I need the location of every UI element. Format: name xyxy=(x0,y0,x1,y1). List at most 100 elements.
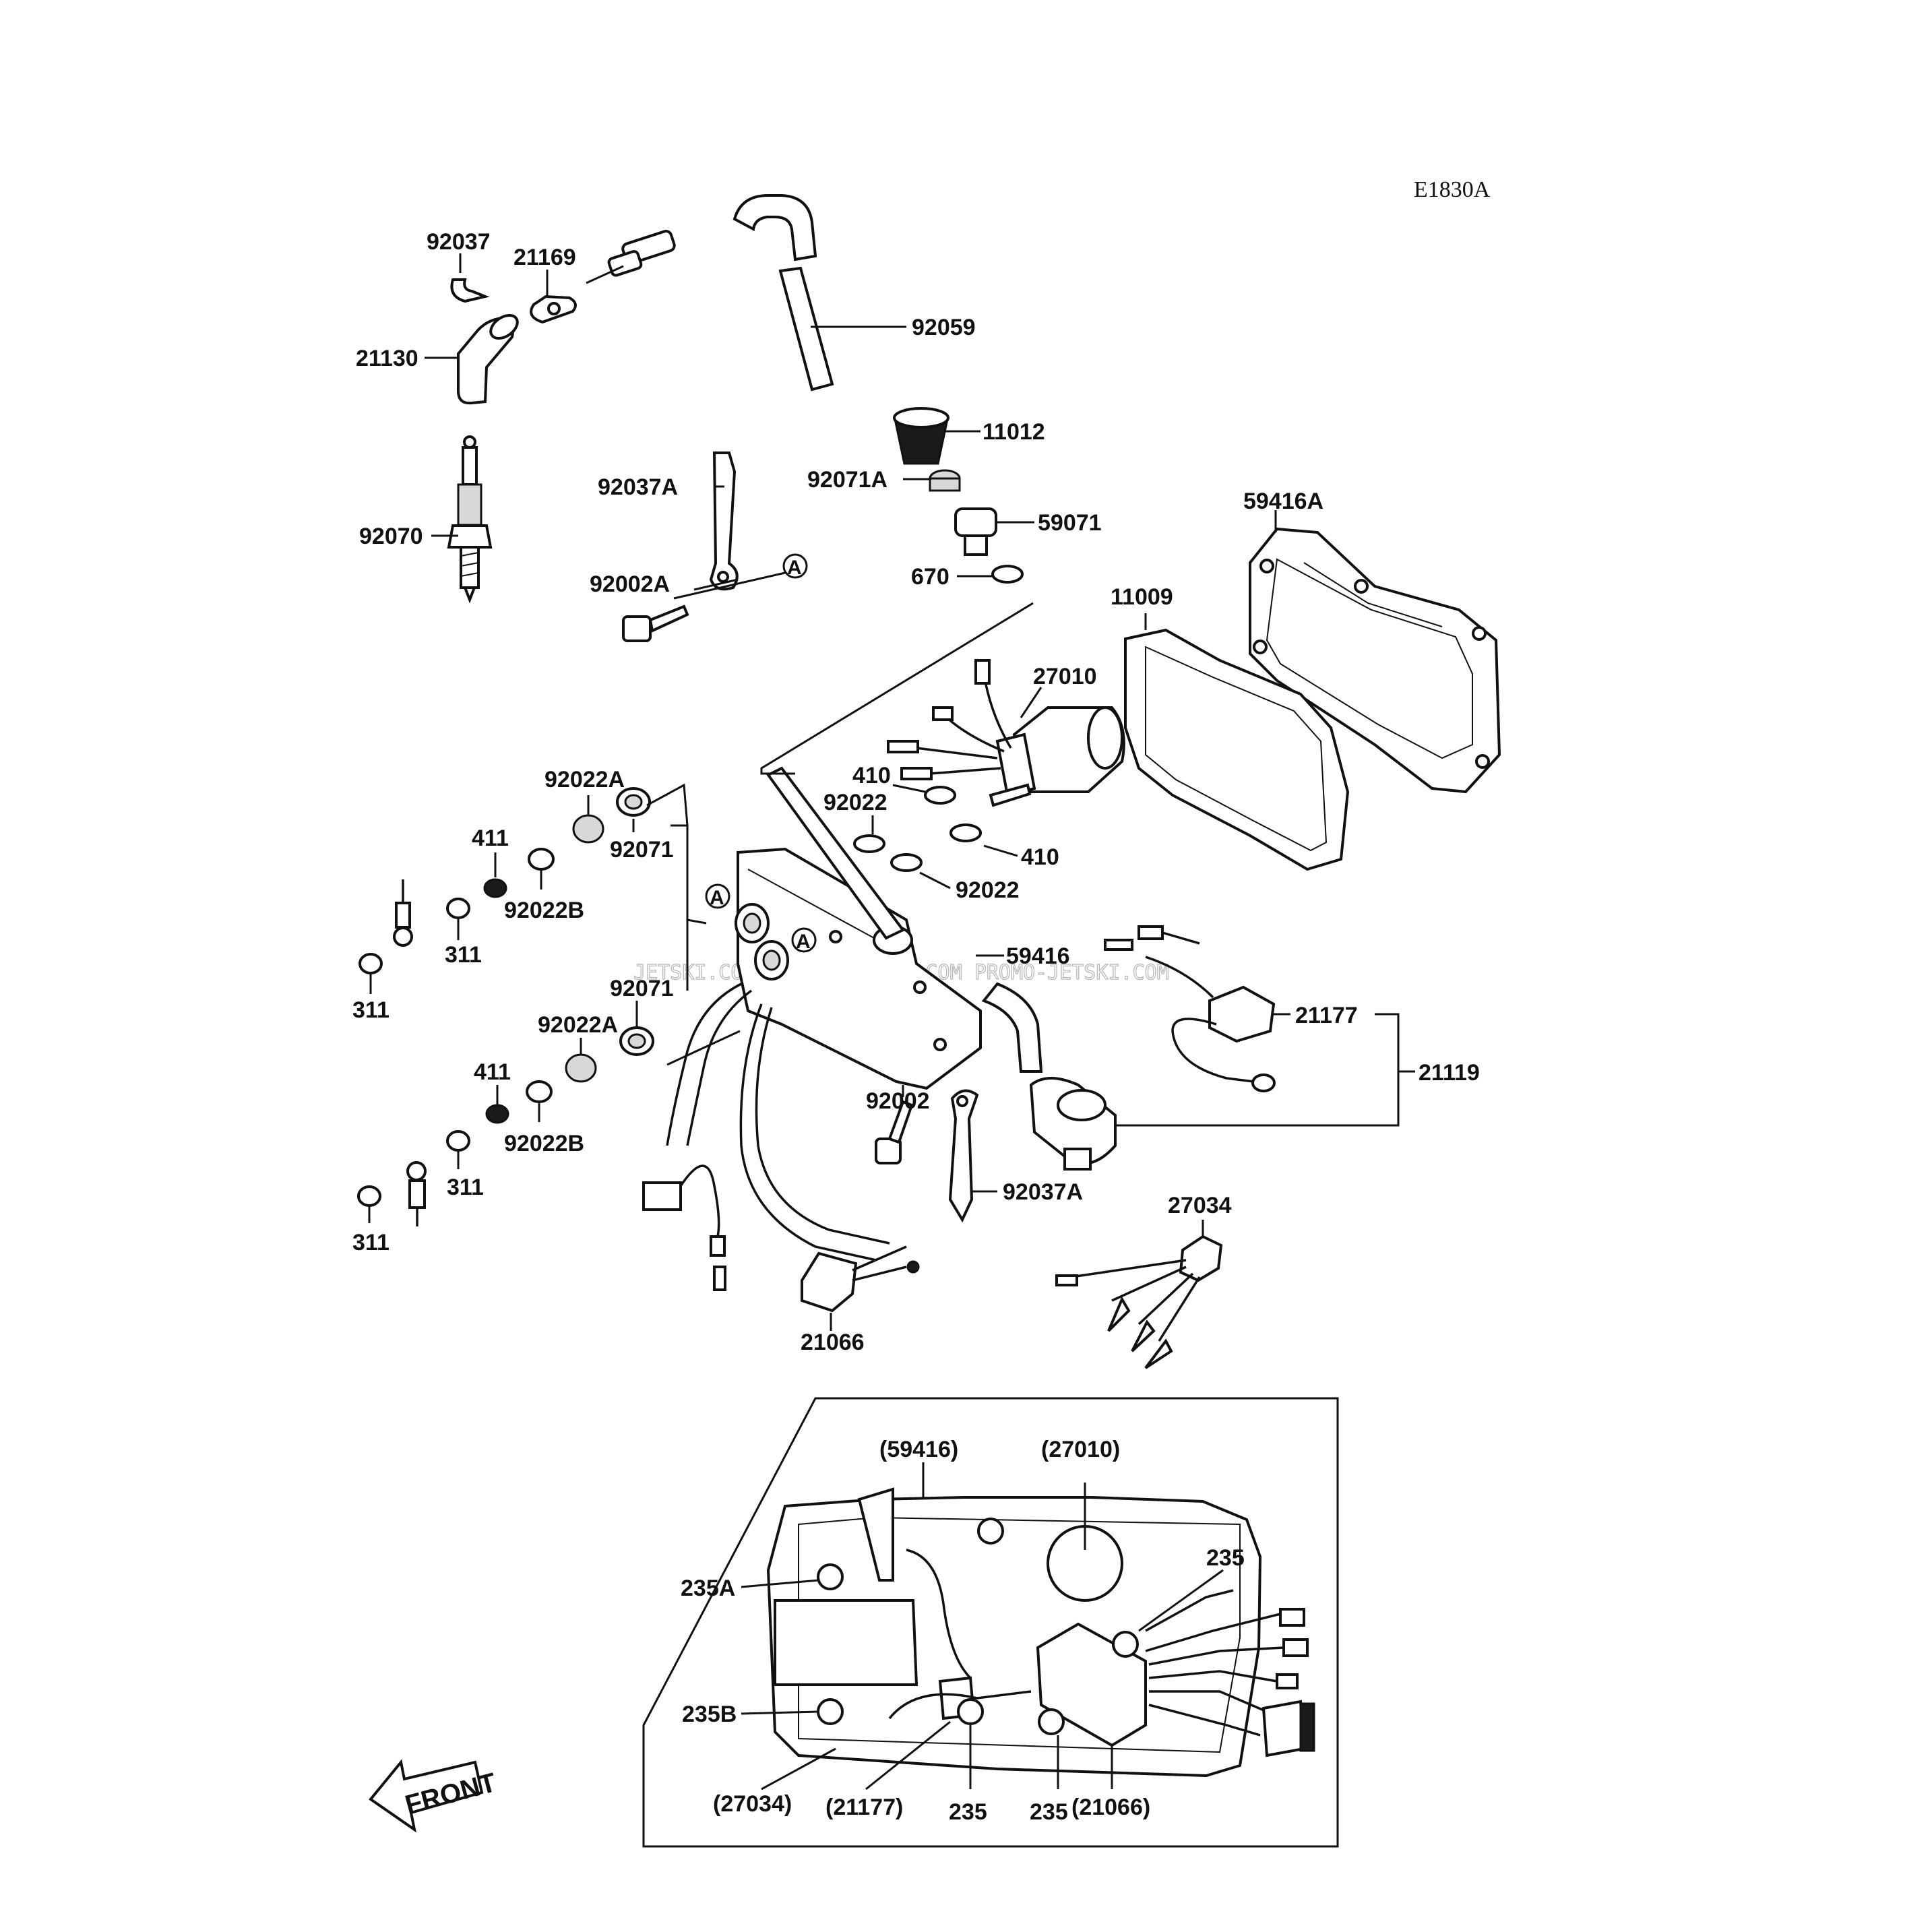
inset-label-235-right: 235 xyxy=(1206,1545,1245,1571)
grommet-92071A xyxy=(929,469,961,492)
wire-terminal-bot xyxy=(406,1161,427,1226)
inset-ref-21066: (21066) xyxy=(1071,1795,1150,1820)
ignition-coil-27010 xyxy=(887,659,1125,797)
grommet-92071-top xyxy=(616,787,651,817)
drawing-code: E1830A xyxy=(1414,177,1491,202)
label-311-d: 311 xyxy=(352,1230,389,1255)
marker-a-label: A xyxy=(796,931,811,953)
wire-terminal-top xyxy=(393,879,413,947)
label-92059: 92059 xyxy=(912,315,976,340)
nut-311-d xyxy=(357,1185,381,1207)
label-92037A-bot: 92037A xyxy=(1003,1179,1083,1205)
inset-ref-59416: (59416) xyxy=(879,1437,958,1462)
sensor-27034 xyxy=(1055,1235,1223,1369)
fitting-59071 xyxy=(954,507,997,556)
label-92022-a: 92022 xyxy=(823,790,887,815)
wiring-harness xyxy=(642,983,890,1291)
strap-92037A-bot xyxy=(948,1089,979,1223)
marker-a-box-inner: A xyxy=(791,927,817,953)
clamp-21169 xyxy=(530,294,577,324)
inset-label-235-mid: 235 xyxy=(1030,1799,1068,1825)
washer-92022-a xyxy=(853,834,885,853)
label-92022A-top: 92022A xyxy=(544,767,625,792)
marker-a-label: A xyxy=(710,887,724,909)
washer-411-top xyxy=(483,878,507,898)
grommet-92022A-top xyxy=(572,814,604,844)
washer-410-b xyxy=(949,823,982,842)
label-92071A: 92071A xyxy=(807,467,887,493)
nut-311-a xyxy=(446,898,470,919)
spark-plug-92070 xyxy=(447,435,493,604)
grommet-92071-mid xyxy=(619,1026,654,1056)
label-21169: 21169 xyxy=(513,245,576,270)
spark-plug-cap-21130 xyxy=(457,313,519,405)
regulator-21066 xyxy=(801,1245,920,1313)
inset-label-235B: 235B xyxy=(682,1702,737,1727)
label-92071-mid: 92071 xyxy=(610,976,674,1001)
inset-label-235A: 235A xyxy=(681,1576,735,1601)
label-410-b: 410 xyxy=(1021,844,1059,870)
label-411-top: 411 xyxy=(472,825,509,851)
clip-92037 xyxy=(450,278,490,303)
gasket-11009 xyxy=(1124,628,1350,871)
label-92037: 92037 xyxy=(427,229,491,255)
o-ring-670 xyxy=(991,565,1024,584)
marker-a-box-left: A xyxy=(705,883,730,909)
inset-label-235-left: 235 xyxy=(949,1799,987,1825)
label-21130: 21130 xyxy=(356,346,418,371)
label-92022A-mid: 92022A xyxy=(538,1012,618,1038)
marker-a-top: A xyxy=(782,553,808,579)
label-92070: 92070 xyxy=(359,524,423,549)
cap-11012 xyxy=(893,407,949,465)
label-410-a: 410 xyxy=(852,763,891,788)
label-21066: 21066 xyxy=(801,1330,865,1355)
coil-bolt xyxy=(989,783,1032,807)
cover-59416A xyxy=(1249,527,1501,794)
front-arrow: FRONT xyxy=(369,1759,499,1833)
label-670: 670 xyxy=(911,564,949,590)
label-59071: 59071 xyxy=(1038,510,1102,536)
label-59416A: 59416A xyxy=(1243,489,1323,514)
label-411-bot: 411 xyxy=(474,1059,511,1085)
label-92022B-bot: 92022B xyxy=(504,1131,584,1156)
inset-labels: (59416) (27010) 235 235A 235B (27034) (2… xyxy=(681,1437,1245,1825)
label-11012: 11012 xyxy=(983,419,1045,445)
label-311-a: 311 xyxy=(445,942,482,968)
washer-411-bot xyxy=(485,1104,509,1124)
hose-92059 xyxy=(733,194,834,392)
part-labels: 92037 21169 21130 92059 11012 92071A 920… xyxy=(352,229,1480,1355)
marker-a-label: A xyxy=(787,557,802,579)
label-92022B-top: 92022B xyxy=(504,898,584,923)
leader-lines xyxy=(368,253,1415,1790)
label-21119: 21119 xyxy=(1419,1060,1480,1086)
label-311-c: 311 xyxy=(447,1175,484,1200)
pulser-21177 xyxy=(1104,925,1276,1092)
nut-311-b xyxy=(359,953,383,974)
inset-ref-27010: (27010) xyxy=(1041,1437,1120,1462)
grommet-92022A-mid xyxy=(565,1053,597,1083)
label-92037A-top: 92037A xyxy=(598,474,678,500)
label-21177: 21177 xyxy=(1295,1003,1358,1028)
inset-ref-21177: (21177) xyxy=(825,1795,903,1820)
washer-92022B-bot xyxy=(526,1080,553,1103)
label-27010: 27010 xyxy=(1033,664,1097,689)
washer-92022-b xyxy=(890,853,923,872)
label-92071-top: 92071 xyxy=(610,837,674,863)
label-27034: 27034 xyxy=(1168,1193,1232,1218)
label-59416: 59416 xyxy=(1006,943,1070,969)
bolt-92002 xyxy=(875,1100,914,1164)
label-11009: 11009 xyxy=(1111,584,1173,610)
label-92002: 92002 xyxy=(866,1088,930,1114)
electrical-box-59416 xyxy=(735,766,982,1090)
coil-assembly-21119 xyxy=(981,982,1117,1171)
inset-ref-27034: (27034) xyxy=(713,1791,792,1817)
bolt-92002A xyxy=(622,604,689,642)
detail-inset xyxy=(642,602,1339,1848)
washer-92022B-top xyxy=(528,848,555,871)
label-311-b: 311 xyxy=(352,997,389,1023)
washer-410-a xyxy=(924,786,956,805)
label-92022-b: 92022 xyxy=(956,877,1020,903)
strap-92037A-top xyxy=(709,451,739,591)
label-92002A: 92002A xyxy=(590,571,670,597)
